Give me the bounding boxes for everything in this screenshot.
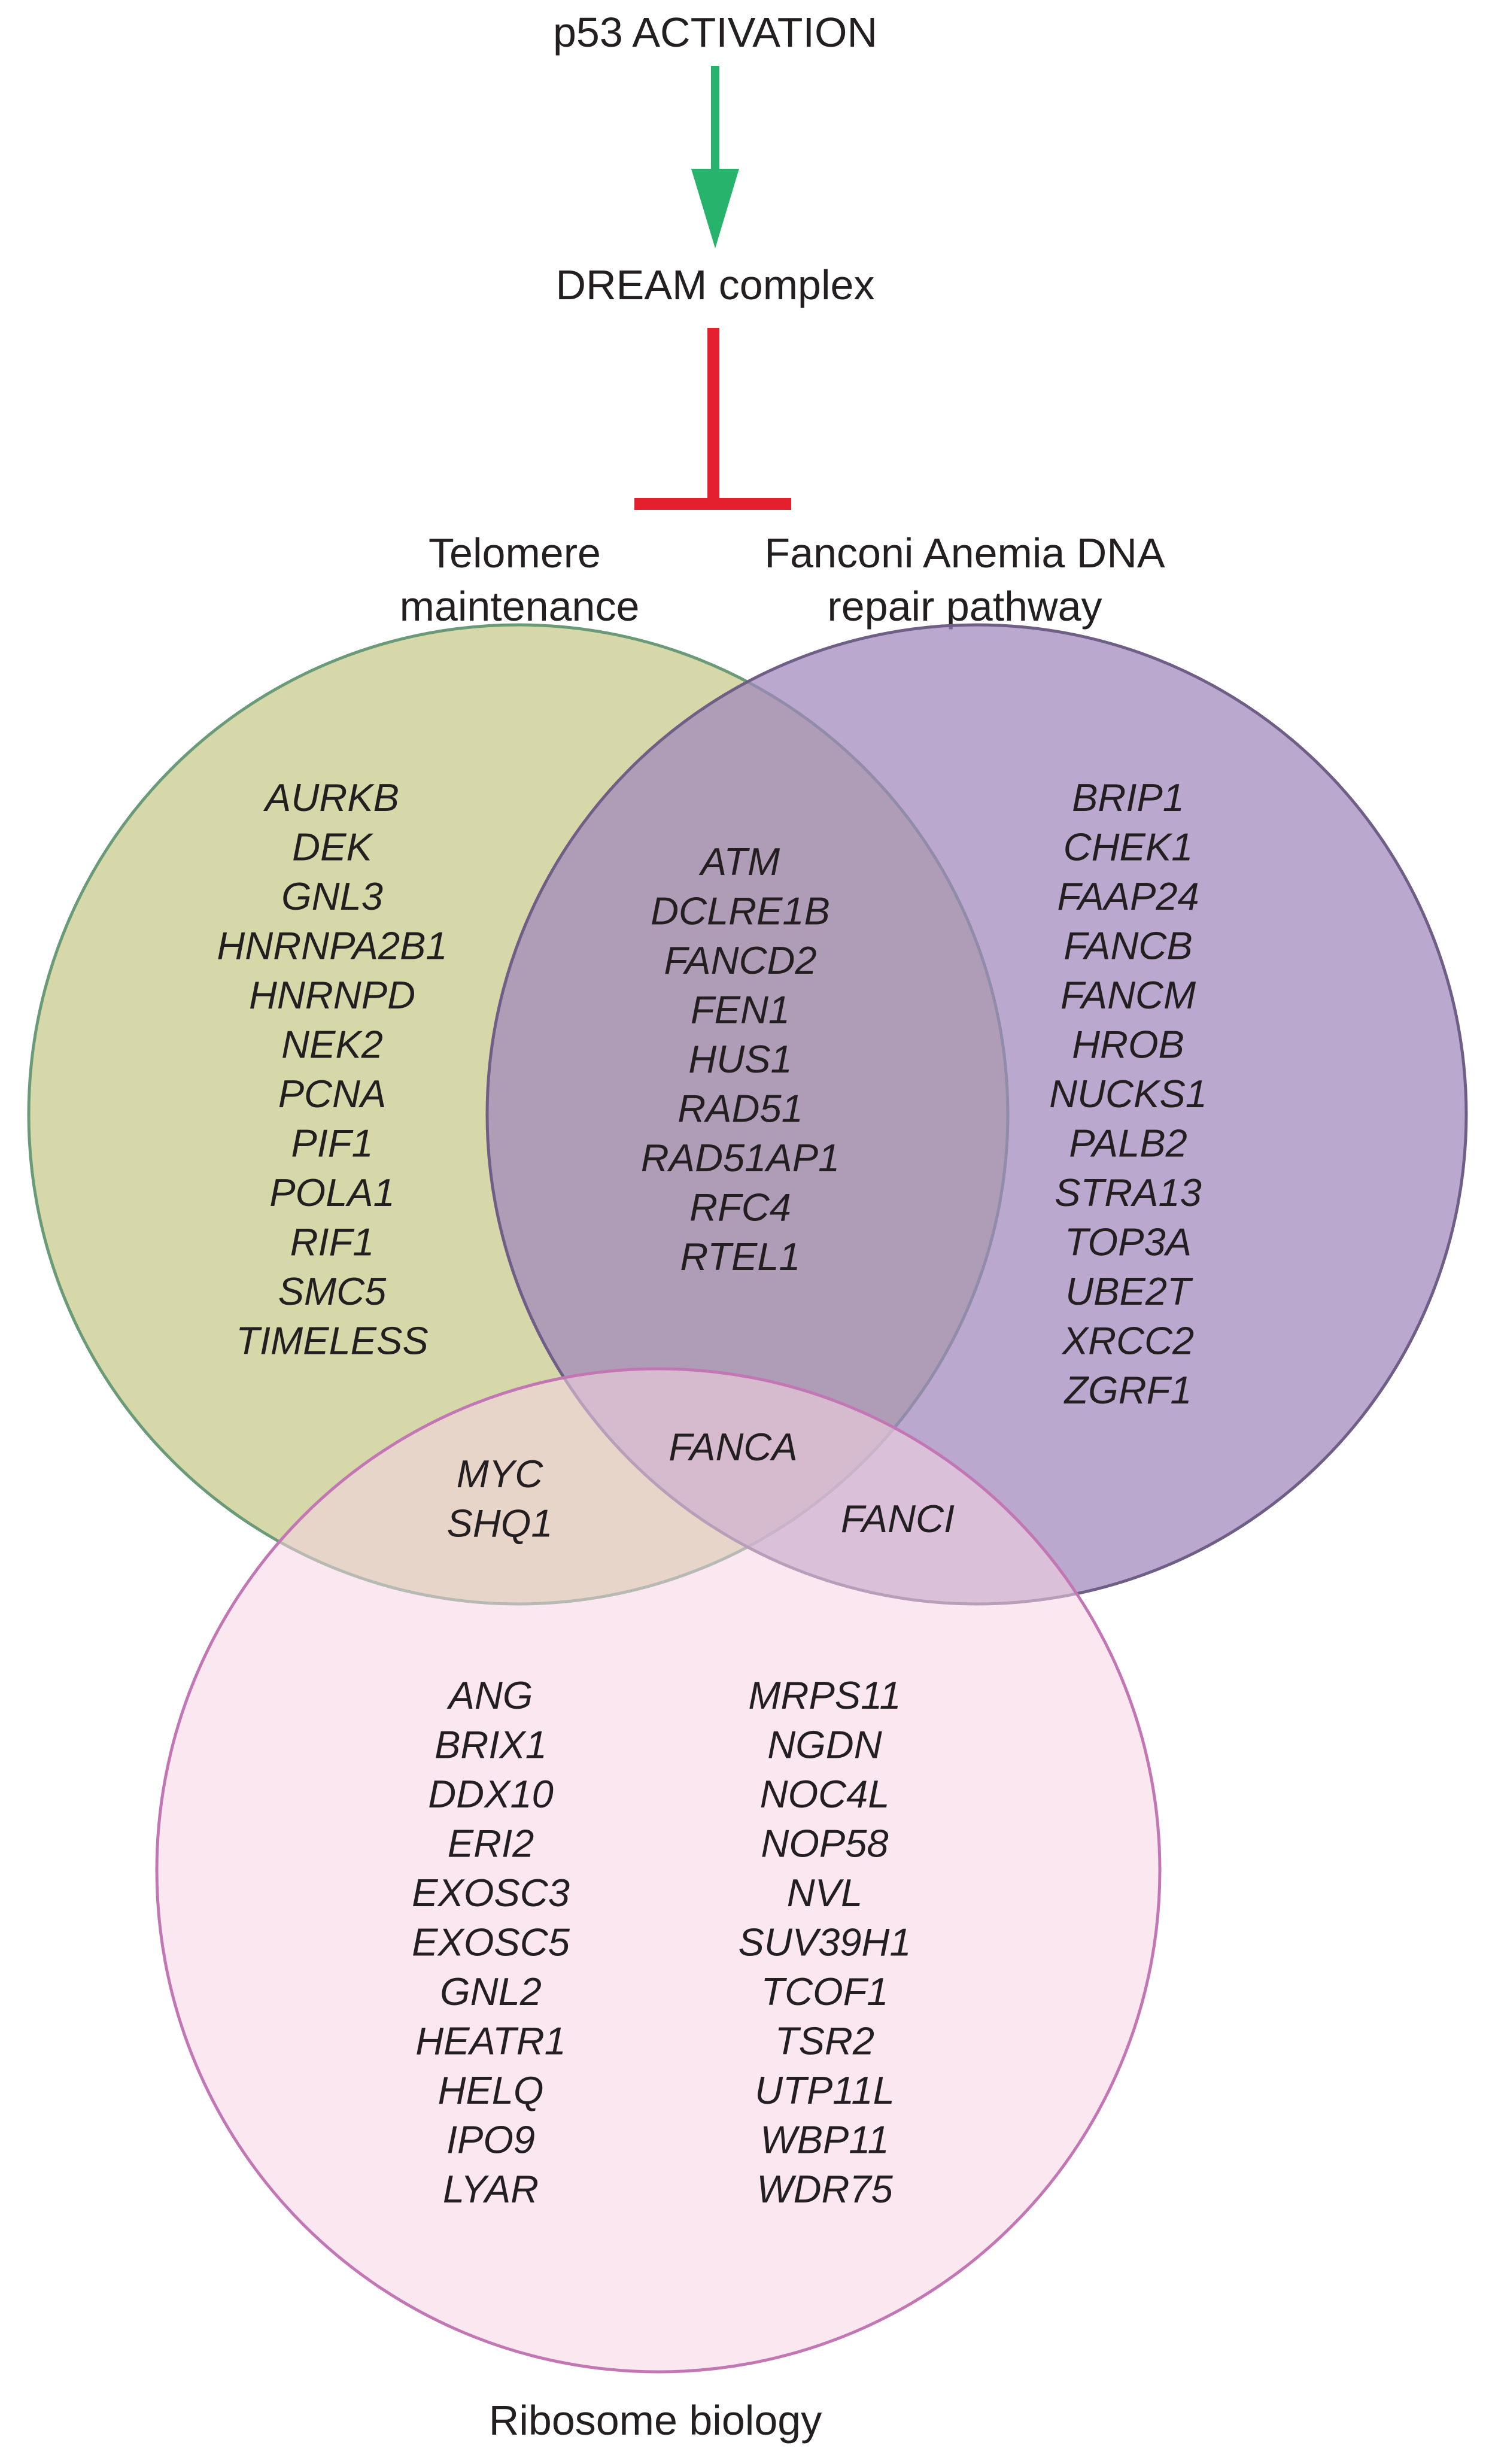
gene-label-ribosome-only-col2: WBP11	[760, 2118, 889, 2162]
gene-label-fanconi-only: TOP3A	[1065, 1220, 1192, 1264]
gene-label-ribosome-only-col1: LYAR	[443, 2167, 539, 2211]
gene-label-fanconi-only: NUCKS1	[1049, 1072, 1207, 1116]
gene-label-ribosome-only-col2: MRPS11	[748, 1673, 901, 1717]
gene-label-telomere-only: PCNA	[278, 1072, 387, 1116]
p53-activation-label: p53 ACTIVATION	[553, 9, 877, 56]
gene-label-ribosome-only-col1: BRIX1	[434, 1723, 547, 1767]
gene-label-telomere-only: DEK	[292, 825, 373, 869]
gene-label-ribosome-only-col2: NOP58	[761, 1822, 888, 1866]
gene-label-telomere-fanconi: RFC4	[689, 1186, 791, 1229]
gene-label-telomere-only: PIF1	[291, 1122, 373, 1165]
gene-label-ribosome-only-col1: HELQ	[437, 2068, 543, 2112]
fanconi-set-label-line1: Fanconi Anemia DNA	[764, 530, 1165, 576]
gene-label-ribosome-only-col1: GNL2	[440, 1970, 542, 2013]
gene-label-ribosome-only-col2: TSR2	[775, 2019, 874, 2063]
gene-label-telomere-only: HNRNPD	[249, 973, 415, 1017]
gene-label-ribosome-only-col2: NGDN	[767, 1723, 882, 1767]
gene-label-fanconi-ribosome: FANCI	[841, 1497, 955, 1541]
gene-label-ribosome-only-col2: SUV39H1	[738, 1921, 911, 1964]
gene-label-fanconi-only: CHEK1	[1063, 825, 1193, 869]
gene-label-telomere-ribosome: MYC	[457, 1452, 544, 1496]
gene-label-telomere-fanconi: FEN1	[691, 988, 790, 1032]
gene-label-fanconi-only: FANCB	[1063, 924, 1192, 968]
gene-label-telomere-only: RIF1	[290, 1220, 375, 1264]
gene-label-telomere-fanconi: ATM	[698, 840, 780, 883]
gene-labels: AURKBDEKGNL3HNRNPA2B1HNRNPDNEK2PCNAPIF1P…	[217, 776, 1207, 2211]
gene-label-telomere-ribosome: SHQ1	[446, 1502, 552, 1545]
ribosome-set-label: Ribosome biology	[489, 2397, 822, 2444]
gene-label-fanconi-only: XRCC2	[1061, 1319, 1194, 1363]
gene-label-telomere-only: AURKB	[263, 776, 399, 819]
ribosome-circle	[155, 1367, 1162, 2374]
gene-label-telomere-only: GNL3	[281, 874, 383, 918]
gene-label-telomere-fanconi: DCLRE1B	[651, 889, 830, 933]
gene-label-telomere-only: TIMELESS	[236, 1319, 428, 1363]
fanconi-set-label-line2: repair pathway	[827, 583, 1102, 630]
gene-label-telomere-only: POLA1	[269, 1171, 395, 1214]
gene-label-ribosome-only-col1: DDX10	[428, 1772, 554, 1816]
gene-label-telomere-fanconi: RTEL1	[680, 1235, 800, 1278]
gene-label-fanconi-only: FANCM	[1060, 973, 1196, 1017]
gene-label-fanconi-only: FAAP24	[1057, 874, 1199, 918]
gene-label-telomere-fanconi: HUS1	[688, 1037, 792, 1081]
gene-label-fanconi-only: BRIP1	[1072, 776, 1184, 819]
gene-label-fanconi-only: ZGRF1	[1063, 1368, 1192, 1412]
gene-label-ribosome-only-col1: EXOSC5	[412, 1921, 570, 1964]
gene-label-ribosome-only-col1: ANG	[446, 1673, 533, 1717]
gene-label-fanconi-only: STRA13	[1055, 1171, 1202, 1214]
gene-label-ribosome-only-col1: EXOSC3	[412, 1871, 570, 1915]
gene-label-ribosome-only-col2: WDR75	[756, 2167, 893, 2211]
gene-label-fanconi-only: HROB	[1072, 1023, 1184, 1067]
gene-label-ribosome-only-col2: NVL	[787, 1871, 862, 1915]
gene-label-ribosome-only-col2: TCOF1	[761, 1970, 888, 2013]
gene-label-all-three: FANCA	[668, 1425, 797, 1469]
gene-label-telomere-fanconi: FANCD2	[664, 938, 816, 982]
gene-label-fanconi-only: UBE2T	[1065, 1269, 1193, 1313]
gene-label-telomere-only: SMC5	[278, 1269, 387, 1313]
gene-label-ribosome-only-col2: NOC4L	[760, 1772, 890, 1816]
gene-label-telomere-fanconi: RAD51	[677, 1087, 803, 1131]
gene-label-telomere-only: NEK2	[281, 1023, 383, 1067]
telomere-set-label-line2: maintenance	[400, 583, 640, 630]
gene-label-telomere-only: HNRNPA2B1	[217, 924, 447, 968]
activation-arrow-icon	[691, 66, 739, 248]
inhibition-bar-icon	[634, 328, 791, 510]
telomere-set-label-line1: Telomere	[429, 530, 601, 576]
gene-label-telomere-fanconi: RAD51AP1	[641, 1136, 840, 1180]
dream-complex-label: DREAM complex	[556, 262, 875, 308]
gene-label-ribosome-only-col1: HEATR1	[415, 2019, 566, 2063]
gene-label-ribosome-only-col2: UTP11L	[755, 2068, 895, 2112]
gene-label-ribosome-only-col1: ERI2	[448, 1822, 534, 1866]
gene-label-ribosome-only-col1: IPO9	[446, 2118, 535, 2162]
gene-label-fanconi-only: PALB2	[1069, 1122, 1187, 1165]
